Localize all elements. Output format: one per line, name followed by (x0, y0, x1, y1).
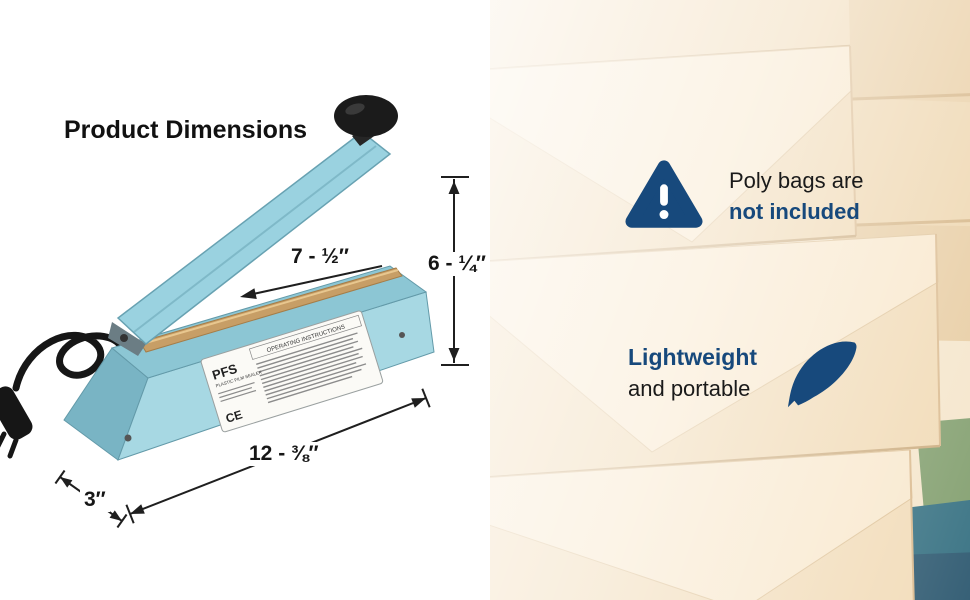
sticker-brand: PFS (210, 361, 239, 383)
feature-line1: Lightweight (628, 344, 758, 370)
poly-note-text: Poly bags are not included (729, 165, 864, 227)
screw (399, 332, 405, 338)
sealer-arm (116, 131, 392, 345)
power-cord (0, 331, 127, 459)
lightweight-feature: Lightweight and portable (628, 334, 861, 412)
feature-text: Lightweight and portable (628, 342, 757, 404)
power-plug (0, 386, 33, 440)
poly-note-line2: not included (729, 199, 860, 224)
dimension-label-length: 12 - ⅜″ (245, 442, 323, 466)
instruction-sticker: OPERATING INSTRUCTIONS PFS PLASTIC FILM … (200, 310, 384, 433)
warning-triangle-icon (625, 160, 703, 228)
features-panel: Poly bags are not included Lightweight a… (490, 0, 970, 600)
poly-note-line1: Poly bags are (729, 168, 864, 193)
feather-icon (787, 341, 857, 408)
dimensions-panel: Product Dimensions (0, 95, 490, 529)
sealer-base-top-face (110, 265, 428, 379)
page-title: Product Dimensions (64, 116, 308, 144)
dimension-label-seal-width: 7 - ½″ (287, 245, 353, 269)
feature-line2: and portable (628, 376, 751, 401)
screw (124, 434, 132, 442)
sealer-illustration: OPERATING INSTRUCTIONS PFS PLASTIC FILM … (0, 95, 469, 529)
white-wash-overlay (490, 0, 970, 600)
handle-knob (334, 95, 398, 146)
dimension-arrow-seal-width (240, 265, 383, 299)
seal-bar (139, 267, 403, 353)
arm-pivot (108, 322, 146, 356)
poly-bags-note: Poly bags are not included (625, 156, 864, 236)
dimension-label-height: 6 - ¼″ (424, 252, 490, 276)
dimension-label-depth: 3″ (80, 488, 110, 512)
sticker-ce-mark: CE (224, 407, 244, 425)
